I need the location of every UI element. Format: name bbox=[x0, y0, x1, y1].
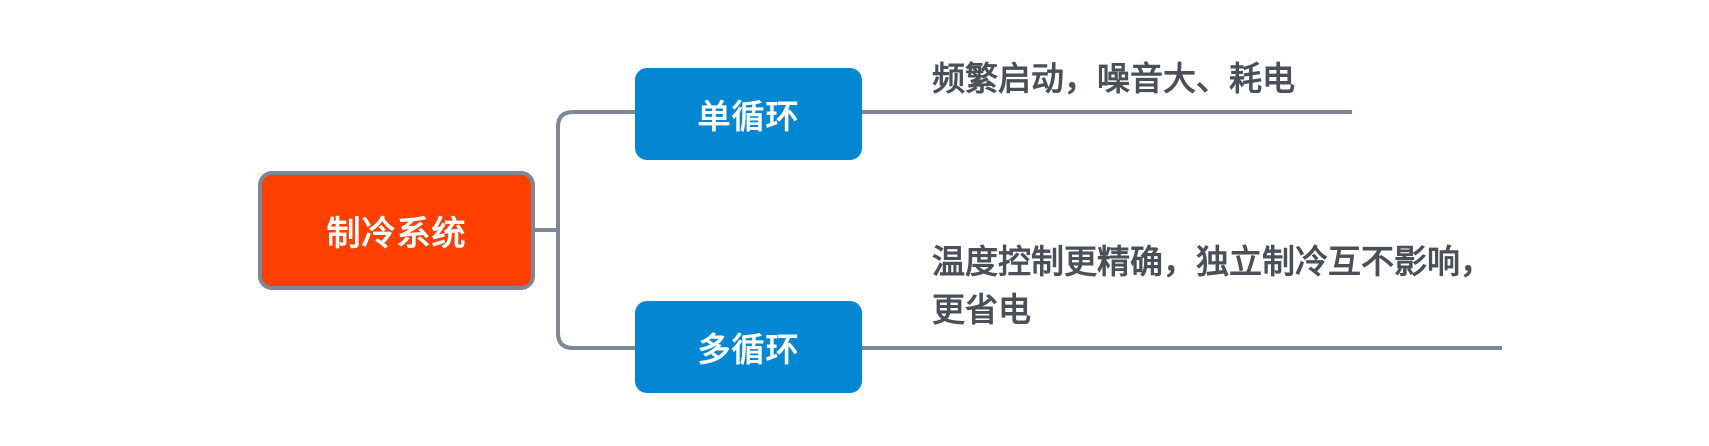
leaf-text-single-cycle[interactable]: 频繁启动，噪音大、耗电 bbox=[932, 59, 1295, 98]
branch-node-multi-cycle[interactable]: 多循环 bbox=[635, 301, 862, 393]
branch-node-single-cycle[interactable]: 单循环 bbox=[635, 68, 862, 160]
branch-label-multi-cycle: 多循环 bbox=[697, 330, 800, 369]
root-topic-node[interactable]: 制冷系统 bbox=[258, 171, 535, 290]
branch-label-single-cycle: 单循环 bbox=[697, 97, 800, 136]
leaf-text-multi-cycle[interactable]: 温度控制更精确，独立制冷互不影响，更省电 bbox=[932, 242, 1493, 329]
root-topic-label: 制冷系统 bbox=[326, 214, 467, 254]
branch-single-connector bbox=[556, 110, 635, 230]
branch-multi-connector bbox=[556, 230, 635, 350]
